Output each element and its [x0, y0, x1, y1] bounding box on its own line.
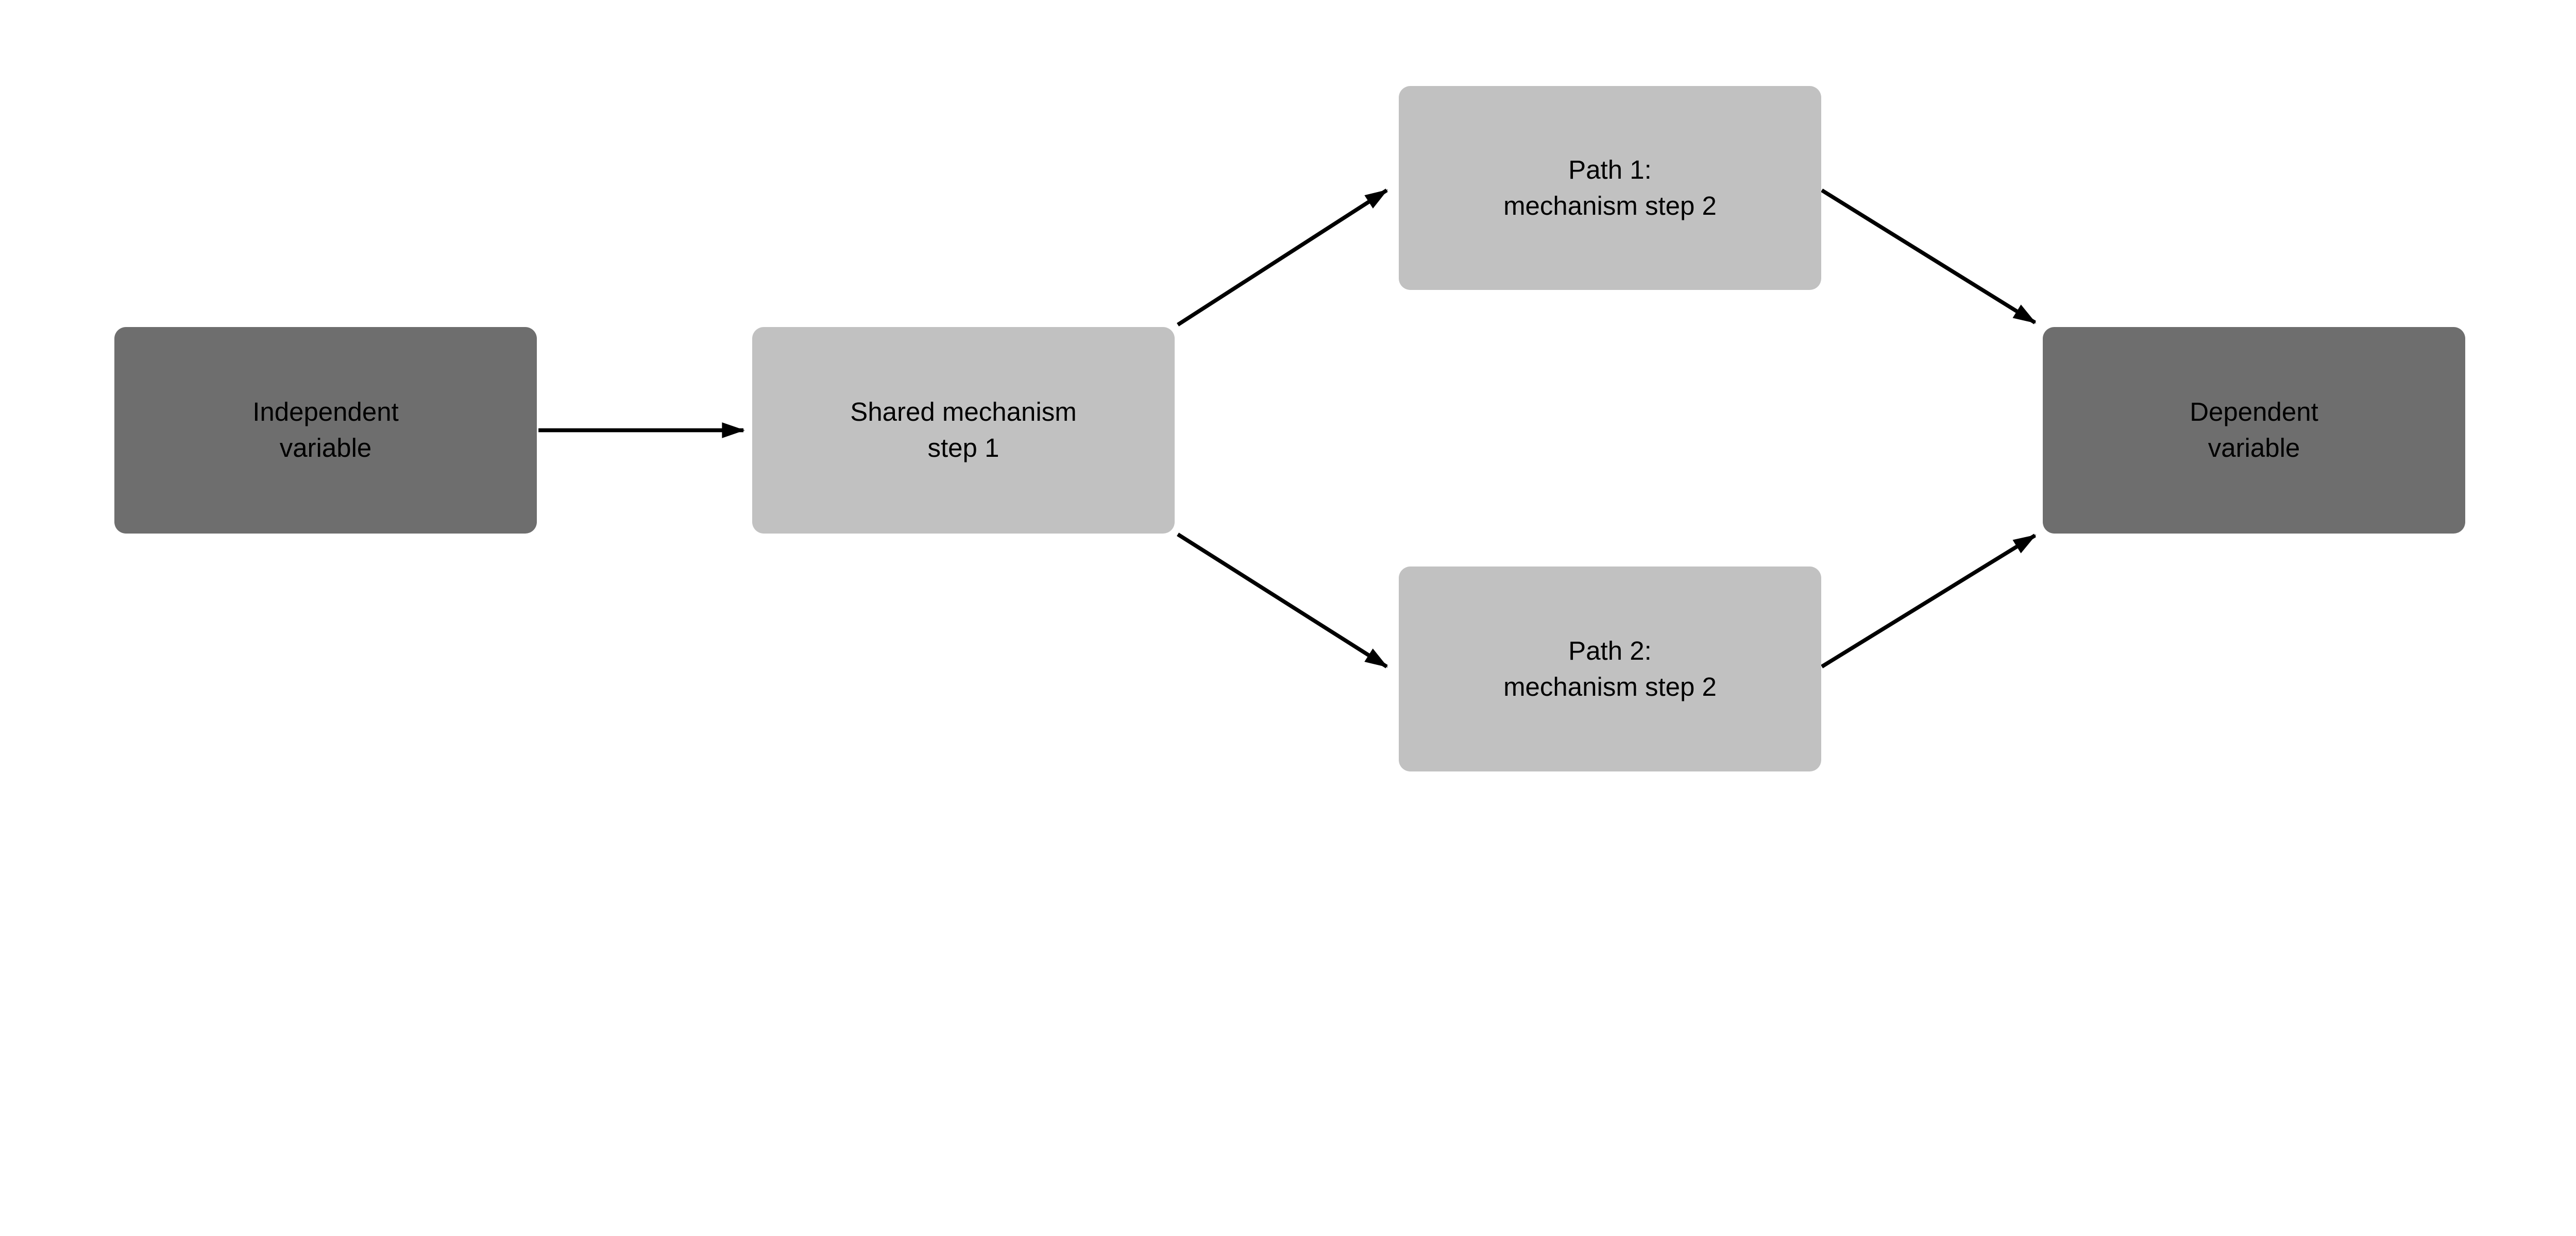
node-independent-variable: Independent variable	[114, 327, 537, 534]
node-shared-mechanism-step-1-label: Shared mechanism step 1	[850, 397, 1077, 463]
node-dependent-variable: Dependent variable	[2043, 327, 2465, 534]
node-path-2-mechanism-step-2-label: Path 2: mechanism step 2	[1503, 636, 1717, 702]
node-independent-variable-label: Independent variable	[252, 397, 399, 463]
edge-shared-to-path1	[1177, 188, 1388, 327]
node-dependent-variable-label: Dependent variable	[2190, 397, 2318, 463]
edge-path2-to-dependent	[1821, 534, 2037, 668]
node-path-1-mechanism-step-2-label: Path 1: mechanism step 2	[1503, 154, 1717, 220]
edge-shared-to-path2	[1177, 533, 1388, 668]
node-shared-mechanism-step-1: Shared mechanism step 1	[752, 327, 1175, 534]
edge-path1-to-dependent	[1821, 188, 2037, 324]
mechanism-flow-diagram: Independent variable Shared mechanism st…	[114, 85, 2465, 772]
node-path-1-mechanism-step-2: Path 1: mechanism step 2	[1399, 85, 1821, 290]
edges-layer	[538, 188, 2037, 668]
node-path-2-mechanism-step-2: Path 2: mechanism step 2	[1399, 566, 1821, 772]
